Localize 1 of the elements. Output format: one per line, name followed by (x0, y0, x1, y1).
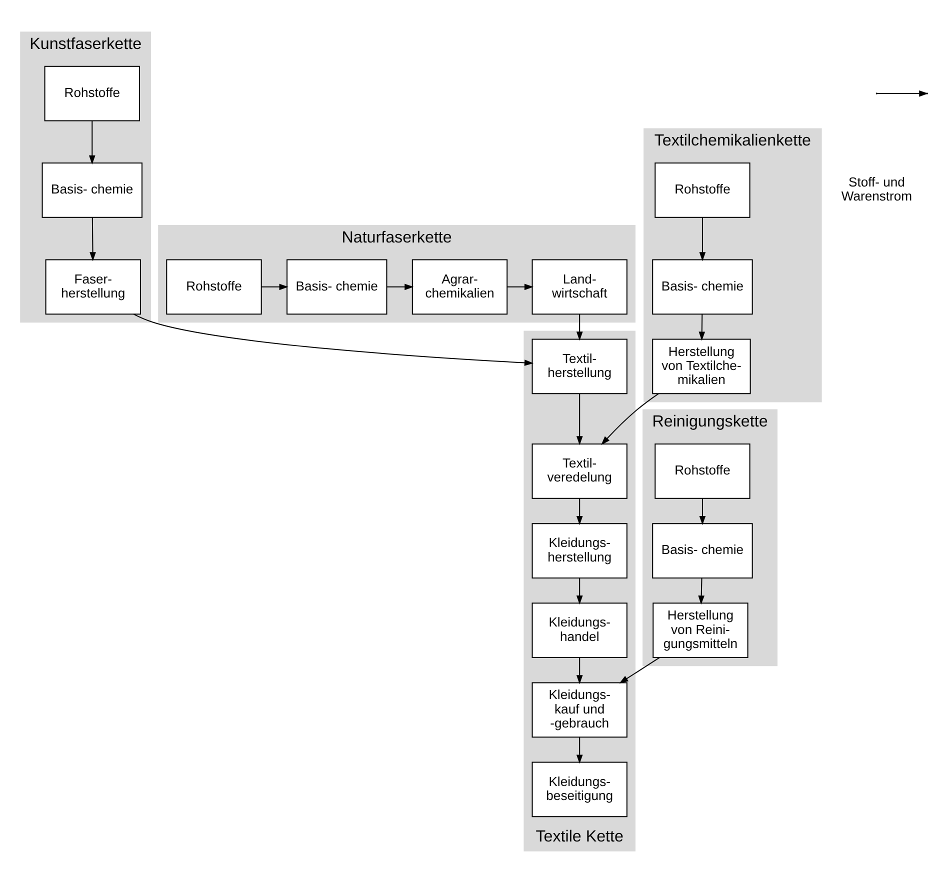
legend-label: Stoff- und Warenstrom (841, 174, 912, 204)
